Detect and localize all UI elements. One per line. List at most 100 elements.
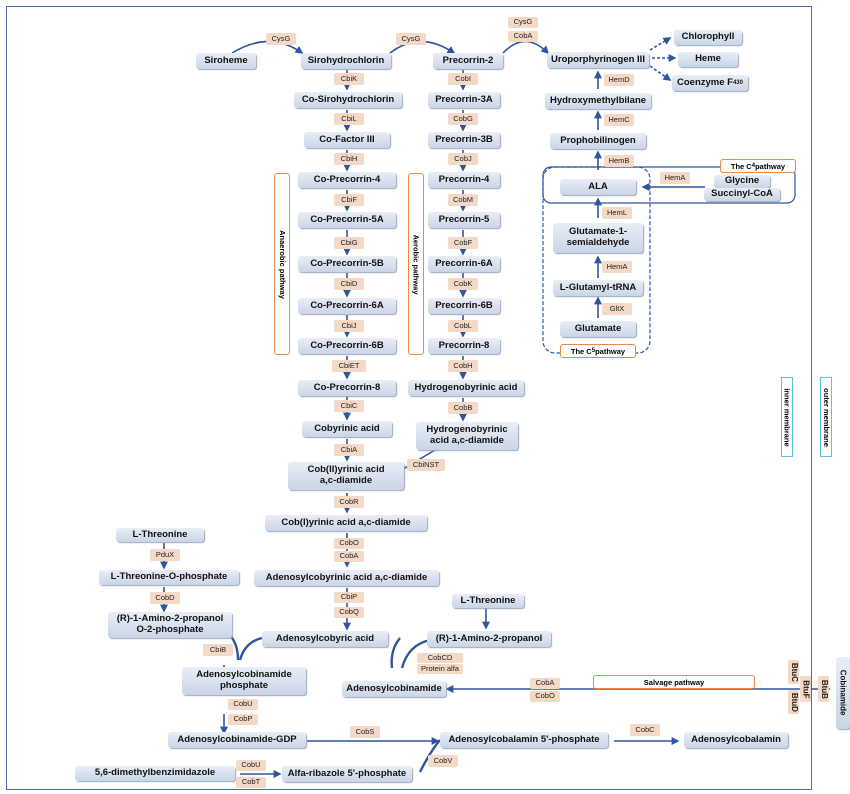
hydrogenobyrinic-diamide-node: Hydrogenobyrinic acid a,c-diamide (416, 422, 518, 450)
cbic-enzyme: CbiC (334, 400, 364, 412)
adocobyric-node: Adenosylcobyric acid (262, 631, 388, 647)
adocobyrinic-node: Adenosylcobyrinic acid a,c-diamide (254, 570, 439, 586)
succinyl-coa-node: Succinyl-CoA (704, 188, 780, 201)
cob2-diamide-node: Cob(II)yrinic acid a,c-diamide (288, 462, 404, 490)
salvage-pathway-label: Salvage pathway (593, 675, 755, 689)
hemd-enzyme: HemD (604, 74, 634, 86)
cbij-enzyme: CbiJ (334, 320, 364, 332)
adocbi-gdp-node: Adenosylcobinamide-GDP (168, 732, 306, 748)
co-precorrin6a-node: Co-Precorrin-6A (298, 298, 396, 314)
prophobilinogen-node: Prophobilinogen (550, 133, 646, 149)
hemc-enzyme: HemC (604, 114, 634, 126)
cbid-enzyme: CbiD (334, 278, 364, 290)
cobf-enzyme: CobF (448, 237, 478, 249)
cbiet-enzyme: CbiET (332, 360, 366, 372)
aminopropanol-phosphate-node: (R)-1-Amino-2-propanol O-2-phosphate (108, 612, 232, 638)
heme-node: Heme (678, 52, 738, 67)
precorrin8-node: Precorrin-8 (428, 338, 500, 354)
cobp-enzyme: CobP (228, 714, 258, 725)
cobg-enzyme: CobG (448, 113, 478, 125)
co-precorrin5a-node: Co-Precorrin-5A (298, 212, 396, 228)
protein-alfa-enzyme: Protein alfa (417, 664, 463, 674)
outer-membrane-label: outer membrane (820, 377, 832, 457)
adenosylcobalamin-node: Adenosylcobalamin (684, 732, 788, 748)
co-factor-iii-node: Co-Factor III (304, 132, 390, 148)
dmb-node: 5,6-dimethylbenzimidazole (75, 766, 235, 781)
cobb-enzyme: CobB (448, 402, 478, 414)
co-precorrin8-node: Co-Precorrin-8 (298, 380, 396, 396)
alfa-ribazole-node: Alfa-ribazole 5'-phosphate (282, 766, 412, 782)
aminopropanol-node: (R)-1-Amino-2-propanol (427, 631, 551, 647)
coba-enzyme: CobA (334, 551, 364, 562)
btuf-enzyme: BtuF (800, 676, 811, 702)
cysg-enzyme: CysG (396, 33, 426, 45)
co-precorrin5b-node: Co-Precorrin-5B (298, 256, 396, 272)
cbil-enzyme: CbiL (334, 113, 364, 125)
precorrin3b-node: Precorrin-3B (428, 132, 500, 148)
anaerobic-pathway-label: Anaerobic pathway (274, 173, 290, 355)
cbih-enzyme: CbiH (334, 153, 364, 165)
hydrogenobyrinic-node: Hydrogenobyrinic acid (408, 380, 524, 396)
l-threonine-node: L-Threonine (116, 528, 204, 542)
btud-enzyme: BtuD (788, 690, 799, 714)
glycine-node: Glycine (714, 175, 770, 188)
precorrin5-node: Precorrin-5 (428, 212, 500, 228)
ala-node: ALA (560, 179, 636, 195)
cbik-enzyme: CbiK (334, 73, 364, 85)
cob1-diamide-node: Cob(I)yrinic acid a,c-diamide (265, 515, 427, 531)
hemb-enzyme: HemB (604, 155, 634, 167)
cobq-enzyme: CobQ (334, 607, 364, 618)
pathway-arrows (160, 40, 830, 778)
adocbl-phosphate-node: Adenosylcobalamin 5'-phosphate (440, 732, 608, 748)
adenosylcobinamide-node: Adenosylcobinamide (342, 681, 446, 697)
heml-enzyme: HemL (602, 207, 632, 219)
btuc-enzyme: BtuC (788, 660, 799, 684)
hydroxymethylbilane-node: Hydroxymethylbilane (545, 93, 651, 109)
cobr-enzyme: CobR (334, 496, 364, 508)
cobyrinic-acid-node: Cobyrinic acid (302, 421, 392, 437)
inner-membrane-label: inner membrane (781, 377, 793, 457)
coba-enzyme: CobA (508, 31, 538, 42)
glutamate-node: Glutamate (560, 321, 636, 337)
adocbi-phosphate-node: Adenosylcobinamide phosphate (182, 667, 306, 695)
cbig-enzyme: CbiG (334, 237, 364, 249)
cobu-enzyme: CobU (228, 699, 258, 710)
cobu-enzyme: CobU (236, 760, 266, 771)
siroheme-node: Siroheme (196, 53, 256, 69)
dotted-arrows (649, 37, 677, 81)
uroIII-node: Uroporphyrinogen III (547, 52, 649, 68)
pdux-enzyme: PduX (150, 549, 180, 561)
c5-outline (542, 166, 651, 354)
coba-enzyme: CobA (530, 678, 560, 689)
l-threonine-2-node: L-Threonine (452, 594, 524, 608)
diagram-frame (6, 6, 812, 790)
cbif-enzyme: CbiF (334, 194, 364, 206)
cobs-enzyme: CobS (350, 726, 380, 738)
cobinamide-node: Cobinamide (836, 657, 850, 729)
cobo-enzyme: CobO (530, 691, 560, 702)
cbip-enzyme: CbiP (334, 592, 364, 603)
cobi-enzyme: CobI (448, 73, 478, 85)
cysg-enzyme: CysG (266, 33, 296, 45)
cbib-enzyme: CbiB (203, 644, 233, 656)
gltx-enzyme: GltX (602, 303, 632, 315)
precorrin6b-node: Precorrin-6B (428, 298, 500, 314)
aerobic-pathway-label: Aerobic pathway (408, 173, 424, 355)
cobo-enzyme: CobO (334, 538, 364, 549)
cobk-enzyme: CobK (448, 278, 478, 290)
cobt-enzyme: CobT (236, 777, 266, 788)
cbia-enzyme: CbiA (334, 444, 364, 456)
glutamyl-trna-node: L-Glutamyl-tRNA (553, 280, 643, 296)
cobc-enzyme: CobC (630, 724, 660, 736)
cysg-enzyme: CysG (508, 17, 538, 28)
btub-enzyme: BtuB (818, 676, 829, 702)
cobm-enzyme: CobM (448, 194, 478, 206)
glutamate-semialdehyde-node: Glutamate-1-semialdehyde (553, 223, 643, 253)
cobj-enzyme: CobJ (448, 153, 478, 165)
sirohydrochlorin-node: Sirohydrochlorin (301, 53, 391, 69)
precorrin3a-node: Precorrin-3A (428, 92, 500, 108)
threonine-phosphate-node: L-Threonine-O-phosphate (99, 570, 239, 585)
chlorophyll-node: Chlorophyll (674, 30, 742, 45)
precorrin4-node: Precorrin-4 (428, 172, 500, 188)
